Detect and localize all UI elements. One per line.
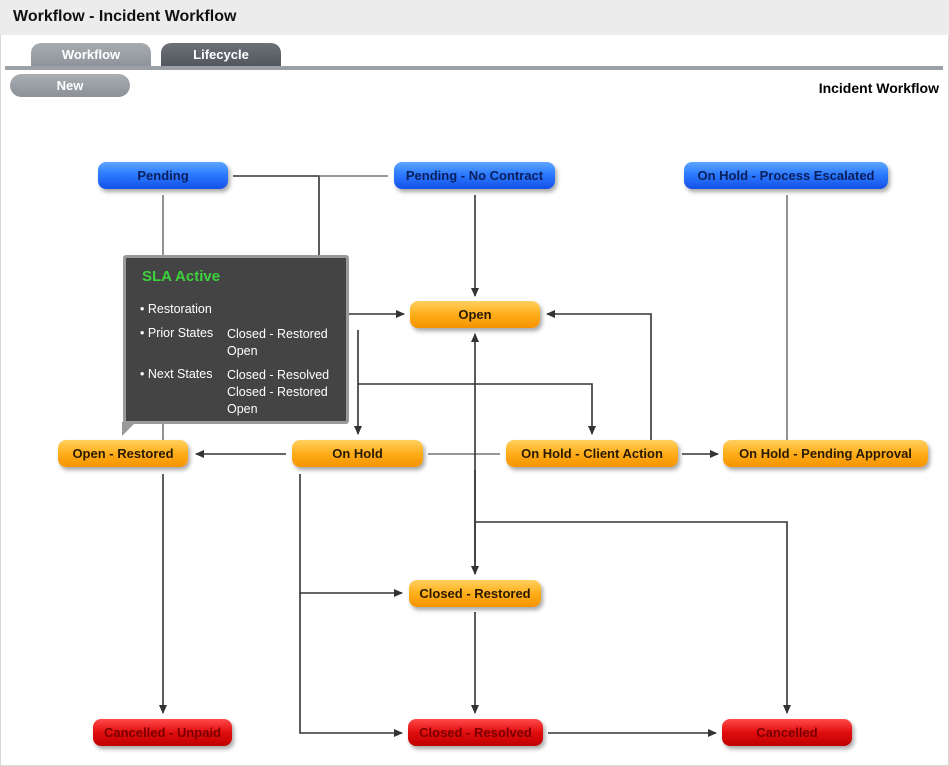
state-on-hold[interactable]: On Hold bbox=[292, 440, 423, 467]
tooltip-prior-label: • Prior States bbox=[140, 326, 214, 340]
state-pending-no-contract[interactable]: Pending - No Contract bbox=[394, 162, 555, 189]
state-open[interactable]: Open bbox=[410, 301, 540, 328]
workflow-name-label: Incident Workflow bbox=[818, 80, 939, 96]
new-button[interactable]: New bbox=[10, 74, 130, 97]
tooltip-next-state: Closed - Restored bbox=[227, 385, 328, 399]
tab-divider bbox=[5, 66, 943, 70]
tooltip-next-values: Closed - Resolved Closed - Restored Open bbox=[227, 367, 329, 418]
state-on-hold-process-escalated[interactable]: On Hold - Process Escalated bbox=[684, 162, 888, 189]
transition-line bbox=[475, 521, 791, 714]
transition-line bbox=[299, 593, 403, 737]
tab-lifecycle[interactable]: Lifecycle bbox=[161, 43, 281, 67]
window-title: Workflow - Incident Workflow bbox=[13, 8, 237, 25]
state-on-hold-pending-approval[interactable]: On Hold - Pending Approval bbox=[723, 440, 928, 467]
tooltip-sla-name: Restoration bbox=[147, 302, 212, 316]
tooltip-next-label: • Next States bbox=[140, 367, 213, 381]
tooltip-bullet: • Restoration bbox=[140, 302, 212, 316]
transition-line bbox=[358, 383, 596, 435]
transition-line bbox=[299, 474, 403, 597]
tab-workflow[interactable]: Workflow bbox=[31, 43, 151, 67]
tooltip-prior-state: Open bbox=[227, 344, 258, 358]
tooltip-next-state: Open bbox=[227, 402, 258, 416]
sla-tooltip: SLA Active • Restoration • Prior States … bbox=[123, 255, 349, 424]
transition-line bbox=[233, 175, 405, 318]
tooltip-pointer bbox=[122, 422, 136, 436]
tooltip-title: SLA Active bbox=[142, 268, 221, 285]
tooltip-prior-values: Closed - Restored Open bbox=[227, 326, 328, 360]
state-closed-restored[interactable]: Closed - Restored bbox=[409, 580, 541, 607]
state-pending[interactable]: Pending bbox=[98, 162, 228, 189]
state-open-restored[interactable]: Open - Restored bbox=[58, 440, 188, 467]
state-closed-resolved[interactable]: Closed - Resolved bbox=[408, 719, 543, 746]
state-cancelled[interactable]: Cancelled bbox=[722, 719, 852, 746]
transition-line bbox=[546, 310, 652, 440]
title-bar: Workflow - Incident Workflow bbox=[0, 0, 949, 35]
state-on-hold-client-action[interactable]: On Hold - Client Action bbox=[506, 440, 678, 467]
state-cancelled-unpaid[interactable]: Cancelled - Unpaid bbox=[93, 719, 232, 746]
tooltip-prior-state: Closed - Restored bbox=[227, 327, 328, 341]
tooltip-next-state: Closed - Resolved bbox=[227, 368, 330, 382]
